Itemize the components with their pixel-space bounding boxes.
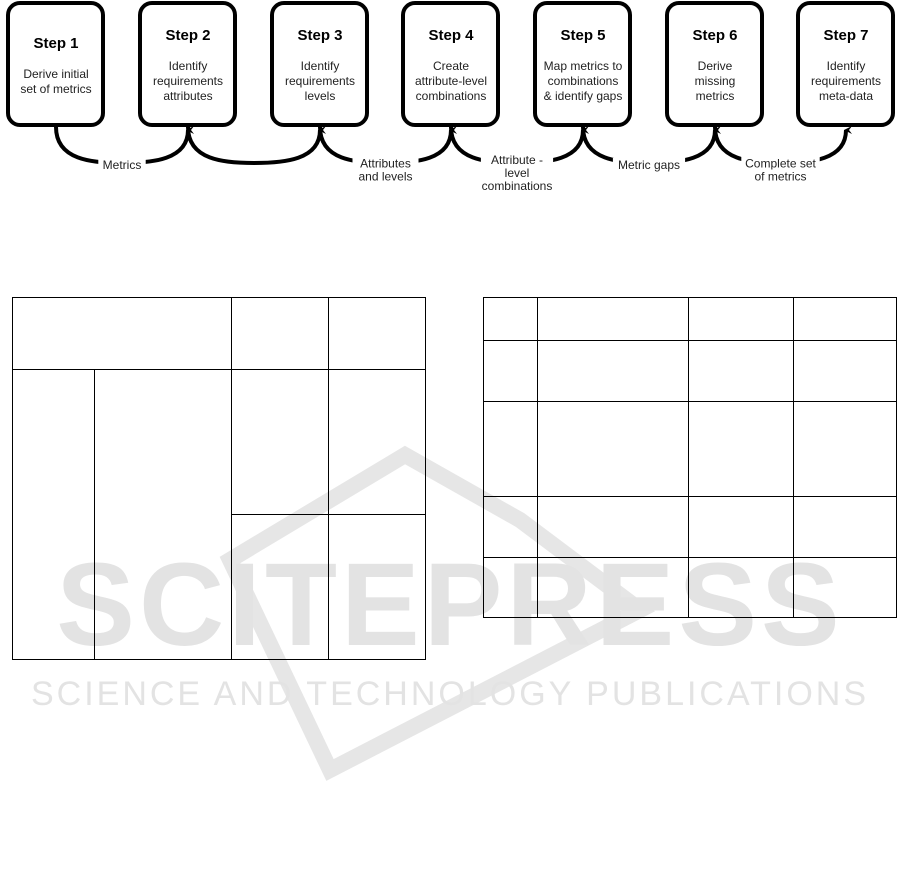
step-title: Step 1 — [33, 35, 78, 52]
table-cell — [231, 369, 329, 515]
step-description-line: combinations — [416, 89, 487, 103]
step-title: Step 5 — [560, 27, 605, 44]
table-cell — [688, 557, 794, 618]
table-cell — [793, 297, 897, 341]
table-cell — [537, 557, 689, 618]
table-cell — [537, 297, 689, 341]
step-description-line: requirements — [285, 74, 355, 88]
table-cell — [793, 496, 897, 558]
flow-label: combinations — [482, 179, 553, 193]
step-description-line: levels — [305, 89, 336, 103]
flow-label: Complete set — [745, 157, 816, 171]
step-title: Step 6 — [692, 27, 737, 44]
step-description-line: & identify gaps — [544, 89, 623, 103]
step-description-line: Derive — [698, 59, 733, 73]
table-cell — [483, 557, 538, 618]
flow-label: Metric gaps — [618, 158, 680, 172]
step-description-line: Identify — [827, 59, 866, 73]
left-table — [12, 297, 426, 660]
table-cell — [688, 401, 794, 497]
step-title: Step 7 — [823, 27, 868, 44]
step-description-line: set of metrics — [20, 82, 91, 96]
step-description-line: Identify — [301, 59, 340, 73]
step-description-line: Derive initial — [23, 67, 88, 81]
step-description-line: requirements — [153, 74, 223, 88]
step-title: Step 4 — [428, 27, 474, 44]
step-description-line: attributes — [163, 89, 212, 103]
table-cell — [483, 401, 538, 497]
flow-arrow — [186, 126, 327, 166]
table-cell — [537, 340, 689, 402]
step-description-line: combinations — [548, 74, 619, 88]
flow-label: and levels — [358, 170, 412, 184]
table-cell — [328, 514, 426, 660]
flow-label: Attribute - — [491, 153, 543, 167]
table-cell — [483, 496, 538, 558]
table-cell — [328, 297, 426, 370]
table-cell — [688, 297, 794, 341]
step-title: Step 3 — [297, 27, 342, 44]
table-cell — [688, 496, 794, 558]
step-title: Step 2 — [165, 27, 210, 44]
step-description-line: metrics — [696, 89, 735, 103]
table-cell — [793, 401, 897, 497]
flow-label: level — [505, 166, 530, 180]
step-description-line: attribute-level — [415, 74, 487, 88]
table-cell — [231, 297, 329, 370]
table-cell — [483, 297, 538, 341]
table-cell — [537, 496, 689, 558]
right-table — [483, 297, 897, 618]
table-cell — [94, 369, 232, 660]
step-description-line: Map metrics to — [544, 59, 623, 73]
flow-label: Metrics — [103, 158, 142, 172]
table-cell — [483, 340, 538, 402]
table-cell — [231, 514, 329, 660]
svg-text:SCIENCE AND TECHNOLOGY PUBLICA: SCIENCE AND TECHNOLOGY PUBLICATIONS — [31, 675, 869, 713]
step-description-line: missing — [695, 74, 736, 88]
flow-label: Attributes — [360, 157, 411, 171]
table-cell — [793, 557, 897, 618]
table-cell — [12, 297, 232, 370]
table-cell — [328, 369, 426, 515]
step-description-line: Create — [433, 59, 469, 73]
step-description-line: requirements — [811, 74, 881, 88]
table-cell — [793, 340, 897, 402]
step-description-line: Identify — [169, 59, 208, 73]
step-description-line: meta-data — [819, 89, 873, 103]
table-cell — [12, 369, 95, 660]
table-cell — [688, 340, 794, 402]
table-cell — [537, 401, 689, 497]
flow-label: of metrics — [754, 170, 806, 184]
